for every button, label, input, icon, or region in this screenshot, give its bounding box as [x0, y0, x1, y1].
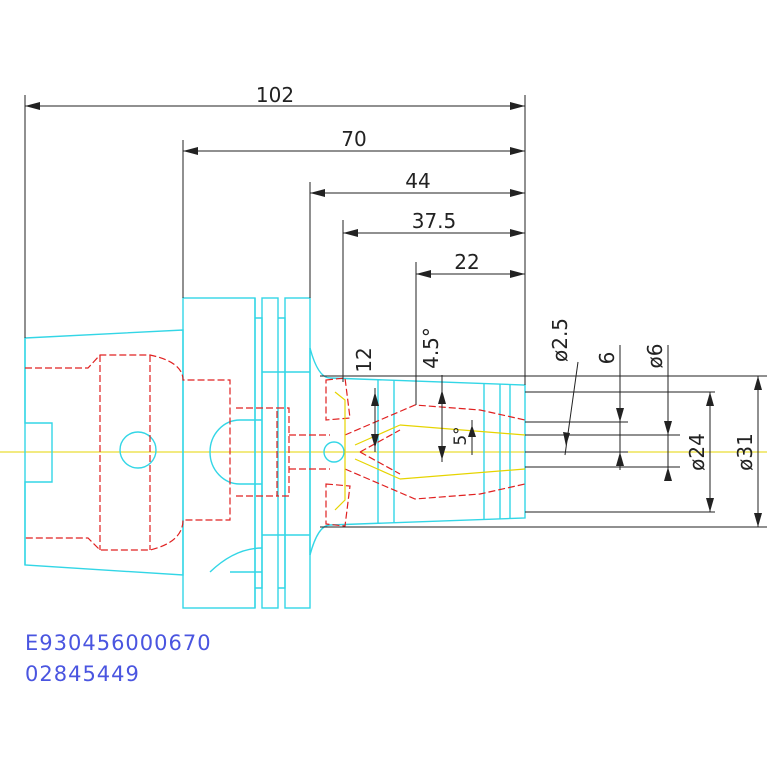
- dim-inner-angle: 5°: [451, 426, 471, 445]
- dim-diameter-outer: ø31: [733, 433, 757, 471]
- hidden-lines: [25, 354, 526, 551]
- part-code-line2: 02845449: [25, 662, 140, 686]
- dim-diameter-six: ø6: [643, 344, 667, 369]
- holder-outline: [24, 297, 526, 609]
- dim-diameter-small: ø2.5: [548, 318, 572, 362]
- dim-clamp-length: 22: [454, 250, 479, 274]
- dim-nose-length: 44: [405, 169, 430, 193]
- dim-overall-length: 102: [256, 83, 294, 107]
- dim-groove-width: 12: [352, 347, 376, 372]
- collet-inner-lines: [334, 391, 526, 511]
- part-code-line1: E930456000670: [25, 631, 212, 655]
- dim-diameter-bore: ø24: [685, 433, 709, 471]
- dim-taper-angle: 4.5°: [419, 327, 443, 369]
- dim-collet-length: 37.5: [412, 209, 457, 233]
- dimension-lines: [24, 95, 767, 528]
- dim-diameter-six-plain: 6: [595, 352, 619, 365]
- dim-flange-length: 70: [341, 127, 366, 151]
